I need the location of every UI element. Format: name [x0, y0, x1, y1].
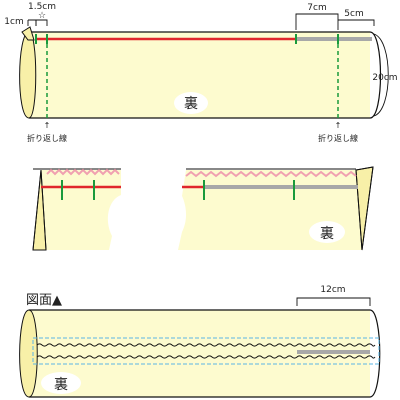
- top-fabric-right-edge: [369, 31, 382, 119]
- top-dim-7cm-label: 7cm: [307, 3, 326, 13]
- fold-arrow-right-icon: ↑: [335, 121, 342, 130]
- top-wrong-side-badge: [174, 92, 208, 114]
- bottom-wrong-side-badge: [41, 372, 81, 394]
- bottom-fabric-left-end: [19, 309, 38, 398]
- star-icon: ☆: [38, 11, 46, 21]
- bottom-dim-12cm-bracket: [296, 297, 371, 306]
- top-dim-5cm-label: 5cm: [344, 9, 363, 19]
- top-dim-7cm-bracket: [295, 13, 339, 30]
- mid-right-edge-b: [361, 166, 374, 251]
- mid-left-fabric: [41, 170, 121, 250]
- bottom-wrong-side-label: 裏: [54, 376, 68, 393]
- bottom-title: 図面▲: [26, 293, 62, 308]
- mid-wrong-side-badge: [309, 221, 345, 243]
- top-dim-5cm-bracket: [338, 19, 375, 26]
- bottom-wavy-seam-bottom: [36, 355, 376, 359]
- top-dim-1cm-bracket: [27, 19, 37, 26]
- middle-left-panel: [32, 168, 121, 251]
- middle-right-panel: 裏: [178, 166, 374, 251]
- top-fold-label-right: 折り返し線: [318, 133, 358, 143]
- bottom-panel: 図面▲ 12cm 裏: [19, 285, 381, 398]
- fold-arrow-left-icon: ↑: [44, 121, 51, 130]
- bottom-dim-12cm-label: 12cm: [320, 285, 345, 295]
- top-dim-20cm-label: 20cm: [372, 73, 397, 83]
- top-dim-1-5cm-bracket: [35, 19, 48, 26]
- mid-left-zigzag: [46, 168, 120, 176]
- mid-right-edge-a: [355, 169, 363, 251]
- mid-wrong-side-label: 裏: [320, 225, 334, 242]
- mid-right-edge-c: [355, 166, 374, 171]
- top-fabric-left-edge: [19, 31, 37, 119]
- top-fold-label-left: 折り返し線: [27, 133, 67, 143]
- top-wrong-side-label: 裏: [184, 95, 198, 112]
- top-dim-1cm-label: 1cm: [4, 17, 23, 27]
- mid-right-zigzag: [185, 170, 357, 178]
- mid-left-left-edge: [32, 169, 42, 251]
- top-dim-20cm-bracket: [373, 33, 389, 117]
- top-panel: 1cm 1.5cm ☆ 7cm 5cm 20cm 裏 ↑ 折り返し線 ↑ 折り返…: [4, 2, 397, 143]
- bottom-wavy-seam-top: [36, 343, 376, 347]
- mid-left-inner-edge: [40, 169, 47, 251]
- bottom-fabric-right-end: [369, 309, 381, 398]
- top-seam-flap: [21, 26, 35, 41]
- top-dim-1-5cm-label: 1.5cm: [28, 2, 56, 12]
